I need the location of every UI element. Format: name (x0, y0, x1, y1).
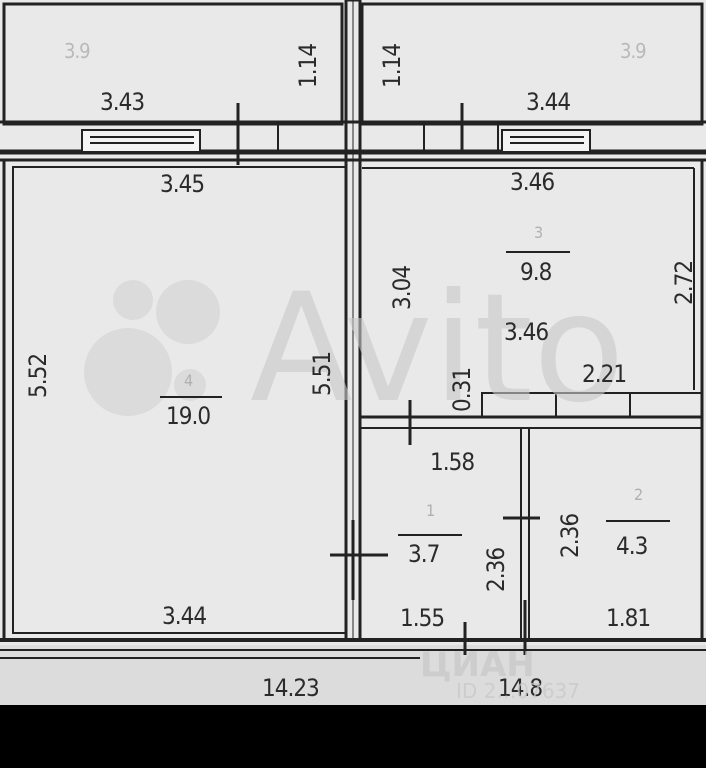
total-overall-dim: 14.23 (262, 674, 319, 702)
room-1-number: 1 (426, 501, 434, 520)
balcony-left (2, 2, 344, 126)
balcony-right-label: 3.9 (620, 39, 646, 63)
room-3-inner-dim: 3.46 (504, 318, 548, 346)
room-4-top-dim: 3.45 (160, 170, 204, 198)
room-3-number: 3 (534, 223, 543, 242)
wall-gap-dim: 0.31 (448, 368, 476, 412)
avito-watermark-text: Avito (250, 262, 625, 436)
room-3-left-dim: 3.04 (388, 266, 416, 310)
window-left (81, 129, 201, 153)
cian-watermark: ЦИАН ID 2…07637 (420, 645, 580, 703)
room-4-right-dim: 5.51 (308, 352, 336, 396)
room-2-top-dim: 2.21 (582, 360, 626, 388)
room-1-top-dim: 1.58 (430, 448, 474, 476)
room-3-area: 9.8 (520, 258, 552, 286)
balcony-left-width: 3.43 (100, 88, 144, 116)
balcony-left-depth: 1.14 (294, 44, 322, 88)
room-2-number: 2 (634, 485, 642, 504)
room-2-side-dim: 2.36 (556, 514, 584, 558)
partition-horizontal (360, 392, 703, 445)
balcony-right-depth: 1.14 (378, 44, 406, 88)
room-1-side-dim: 2.36 (482, 548, 510, 592)
bottom-strip (0, 645, 706, 705)
room-4-area: 19.0 (166, 402, 210, 430)
balcony-left-label: 3.9 (64, 39, 90, 63)
room-4-number: 4 (184, 371, 193, 390)
room-2-bottom-dim: 1.81 (606, 604, 650, 632)
balcony-right-width: 3.44 (526, 88, 570, 116)
balcony-right (360, 2, 704, 126)
window-right (501, 129, 591, 153)
cian-watermark-text: ЦИАН (420, 645, 535, 685)
avito-watermark: Avito (84, 262, 625, 436)
room-4-bottom-dim: 3.44 (162, 602, 206, 630)
room-3-right-dim: 2.72 (670, 261, 698, 305)
room-1-area: 3.7 (408, 540, 439, 568)
room-2-area: 4.3 (616, 532, 648, 560)
total-partial-dim: 14.8 (498, 674, 542, 702)
outer-wall-bottom (0, 638, 706, 659)
floor-plan: Avito 3.9 3.43 1.14 3.9 3.44 1.14 3.45 5… (0, 0, 706, 705)
room-4-left-dim: 5.52 (24, 354, 52, 398)
room-3-top-dim: 3.46 (510, 168, 554, 196)
cian-watermark-id: ID 2…07637 (456, 679, 580, 703)
room-1-bottom-dim: 1.55 (400, 604, 444, 632)
